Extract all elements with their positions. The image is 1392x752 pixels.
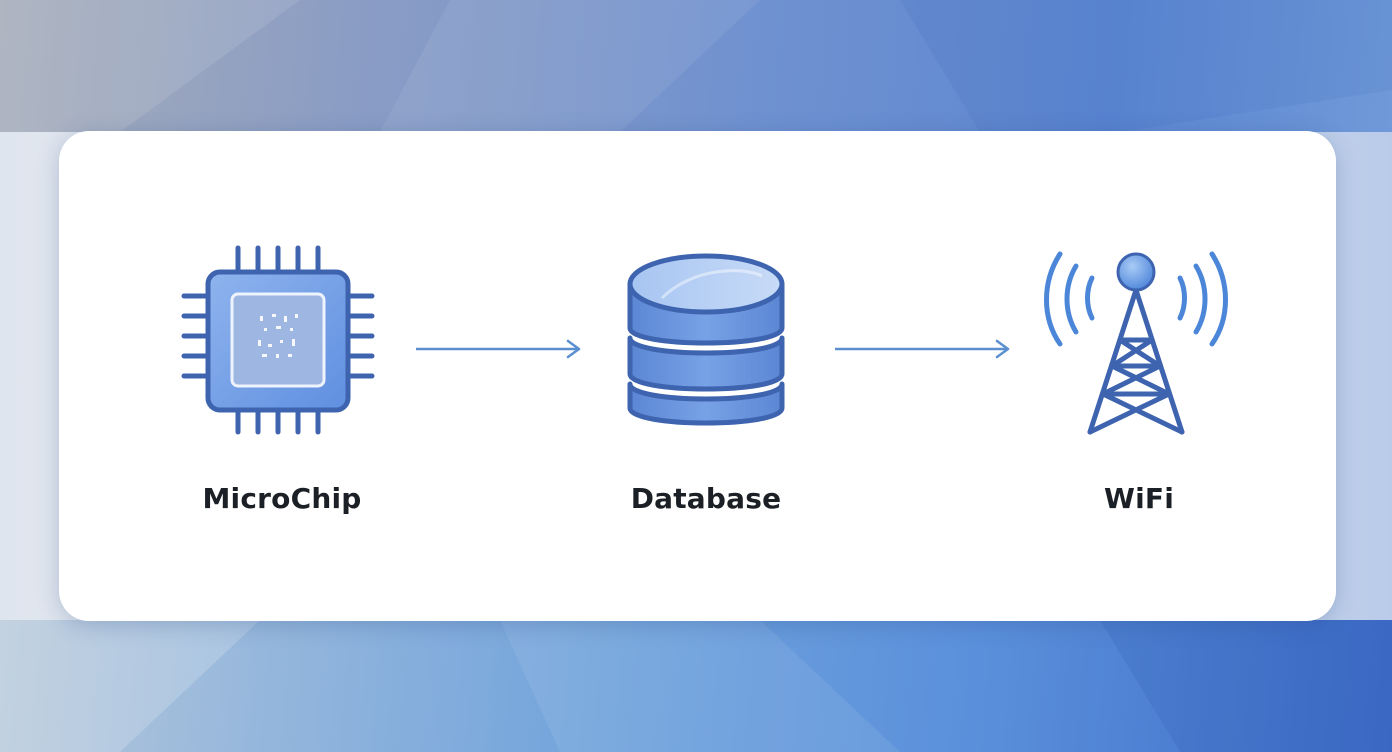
background-bottom-band [0, 620, 1392, 752]
database-label: Database [630, 482, 782, 515]
microchip-label: MicroChip [202, 482, 362, 515]
wifi-label: WiFi [1103, 482, 1174, 515]
wifi-tower-icon [1044, 251, 1228, 435]
arrow-database-to-wifi [835, 339, 1010, 359]
database-icon [627, 253, 785, 426]
background-top-band [0, 0, 1392, 132]
microchip-icon [181, 245, 375, 435]
arrow-microchip-to-database [416, 339, 581, 359]
